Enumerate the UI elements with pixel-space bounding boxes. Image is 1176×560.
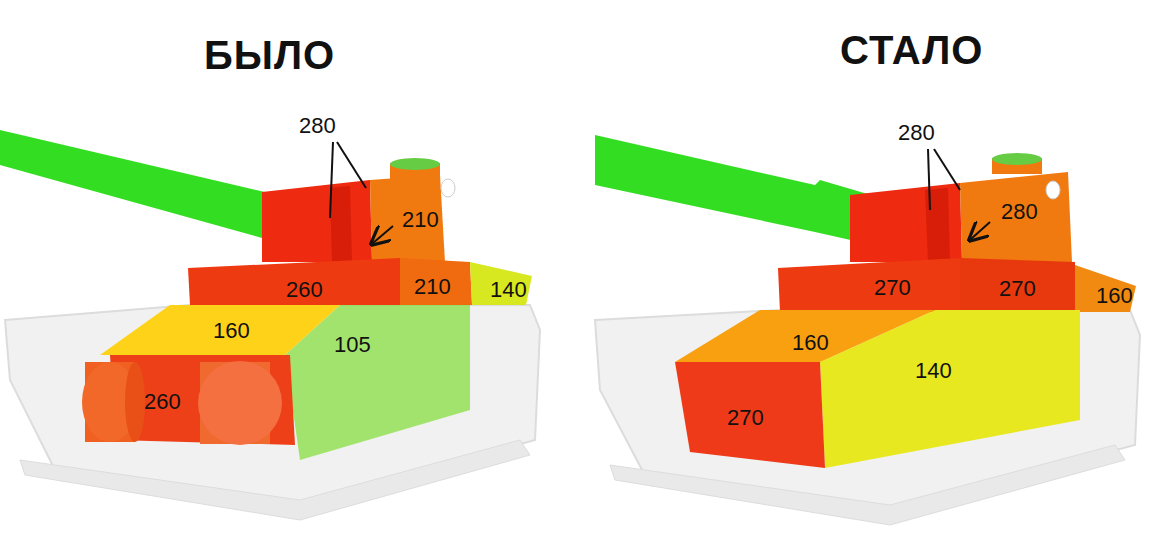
callout-number: 270: [727, 407, 764, 429]
callout-number: 260: [144, 391, 181, 413]
panel-title: БЫЛО: [204, 35, 335, 75]
callout-number: 210: [414, 276, 451, 298]
callout-number: 210: [402, 209, 439, 231]
callout-number: 280: [1001, 201, 1038, 223]
callout-number: 260: [286, 279, 323, 301]
callout-number: 140: [915, 360, 952, 382]
callout-number: 160: [792, 332, 829, 354]
callout-number: 160: [1096, 285, 1133, 307]
callout-number: 140: [490, 279, 527, 301]
callout-number: 105: [334, 334, 371, 356]
panel-title: СТАЛО: [840, 30, 983, 70]
callout-number: 280: [898, 122, 935, 144]
callout-number: 270: [999, 278, 1036, 300]
callout-number: 270: [874, 277, 911, 299]
callout-number: 280: [299, 115, 336, 137]
callout-number: 160: [213, 320, 250, 342]
